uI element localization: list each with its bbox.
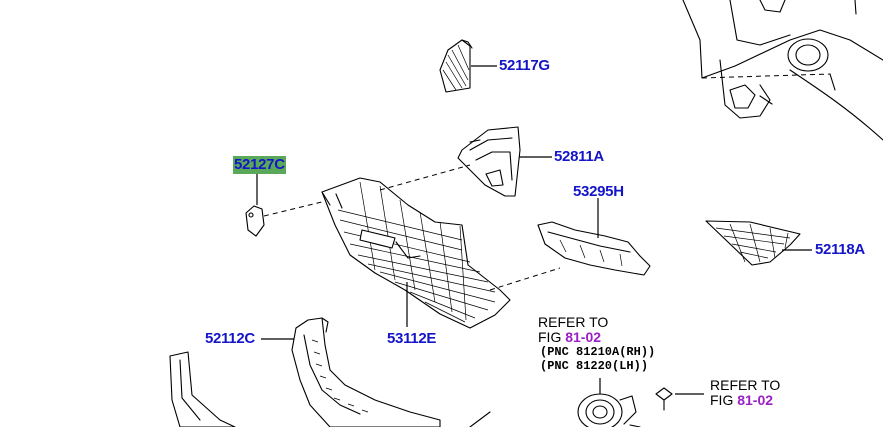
part-label-52112c[interactable]: 52112C — [205, 330, 255, 347]
pnc-line-lh: (PNC 81220(LH)) — [540, 359, 649, 373]
refer-to-text: REFER TO — [538, 314, 609, 330]
fig-reference-line: FIG 81-02 — [538, 330, 608, 345]
fig-link-81-02[interactable]: 81-02 — [565, 329, 602, 345]
fog-lamp-refer-note: REFER TO FIG 81-02 — [538, 315, 608, 345]
part-label-53295h[interactable]: 53295H — [573, 183, 624, 200]
fig-prefix: FIG — [710, 392, 734, 408]
refer-to-text: REFER TO — [710, 377, 781, 393]
part-52112c-drawing — [261, 317, 491, 427]
part-label-52127c-highlighted[interactable]: 52127C — [233, 156, 286, 174]
fig-prefix: FIG — [538, 329, 562, 345]
part-52127c-drawing — [245, 172, 331, 237]
part-53112e-drawing — [321, 164, 561, 329]
pnc-line-rh: (PNC 81210A(RH)) — [540, 345, 656, 359]
part-52118a-drawing — [705, 220, 812, 266]
part-label-53112e[interactable]: 53112E — [387, 330, 437, 347]
fender-corner-drawing — [682, 0, 883, 141]
part-label-52117g[interactable]: 52117G — [499, 57, 550, 74]
part-52811a-drawing — [457, 126, 552, 197]
fig-reference-line: FIG 81-02 — [710, 393, 780, 408]
part-53295h-drawing — [537, 198, 651, 276]
lower-left-trim-drawing — [169, 351, 236, 427]
fig-link-81-02[interactable]: 81-02 — [737, 392, 774, 408]
clip-refer-note: REFER TO FIG 81-02 — [710, 378, 780, 408]
part-52117g-drawing — [439, 39, 497, 93]
clip-drawing — [629, 387, 704, 427]
fog-lamp-drawing — [577, 378, 637, 427]
part-label-52811a[interactable]: 52811A — [554, 148, 604, 165]
part-label-52118a[interactable]: 52118A — [815, 241, 865, 258]
